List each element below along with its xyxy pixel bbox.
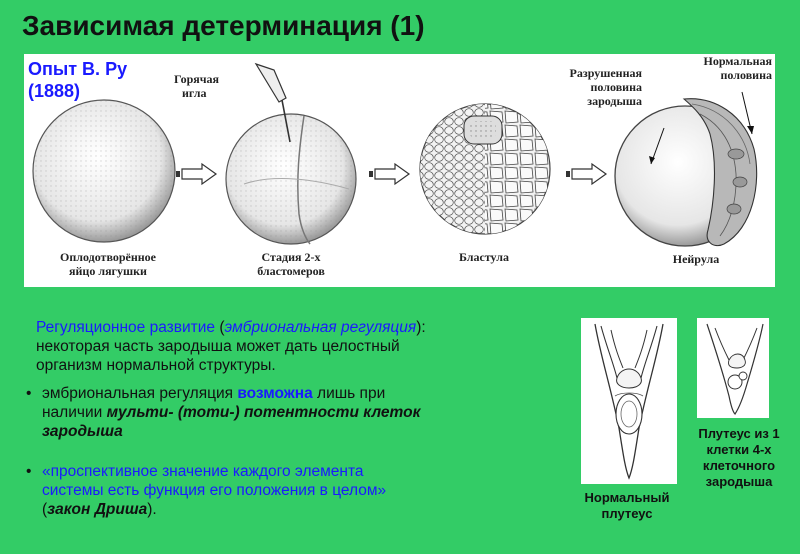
single-cell-pluteus-caption: Плутеус из 1 клетки 4-х клеточного зарод…	[698, 426, 780, 489]
egg-label: Оплодотворённое яйцо лягушки	[60, 250, 156, 278]
embryo-illustration	[32, 62, 758, 247]
two-cell-stage	[225, 113, 357, 245]
slide-title: Зависимая детерминация (1)	[22, 10, 425, 41]
fertilized-egg	[32, 99, 176, 243]
normal-pluteus-illustration	[594, 323, 664, 480]
bullet-driesch-law: • «проспективное значение каждого элемен…	[26, 463, 387, 518]
single-cell-pluteus-image	[697, 318, 769, 418]
experiment-title: Опыт В. Ру (1888)	[28, 59, 128, 101]
hot-needle-icon	[254, 62, 291, 143]
roux-experiment-figure: Опыт В. Ру (1888) Оплодотворённое яйцо л…	[24, 54, 775, 287]
destroyed-half-label: Разрушенная половина зародыша	[569, 66, 642, 108]
needle-label: Горячая игла	[174, 72, 220, 100]
two-cell-label: Стадия 2-х бластомеров	[257, 250, 325, 278]
arrow-3	[566, 162, 608, 186]
arrow-2	[369, 162, 411, 186]
single-cell-pluteus-illustration	[706, 323, 764, 415]
bullet-embryonic-regulation: • эмбриональная регуляция возможна лишь …	[26, 385, 421, 440]
neurula	[614, 98, 758, 247]
normal-pluteus-image	[581, 318, 677, 484]
arrow-1	[176, 162, 218, 186]
normal-pluteus-caption: Нормальный плутеус	[584, 490, 670, 521]
blastula-label: Бластула	[458, 250, 509, 264]
regulatory-development-paragraph: Регуляционное развитие (эмбриональная ре…	[36, 319, 426, 374]
normal-half-label: Нормальная половина	[703, 54, 772, 82]
neurula-label: Нейрула	[672, 252, 720, 266]
blastula	[419, 103, 551, 235]
